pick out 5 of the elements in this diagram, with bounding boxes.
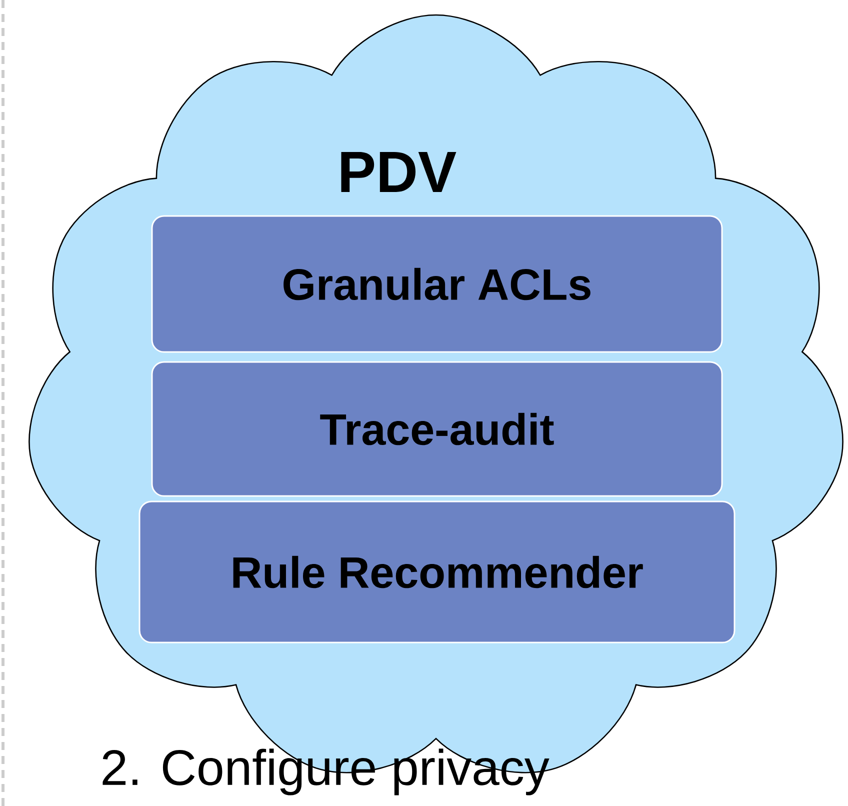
layer-box: Trace-audit [151,361,723,497]
layer-box: Granular ACLs [151,215,723,353]
layer-box: Rule Recommender [138,500,736,644]
caption-text: 2. Configure privacy [102,748,550,796]
cloud-heading: PDV [341,152,456,192]
